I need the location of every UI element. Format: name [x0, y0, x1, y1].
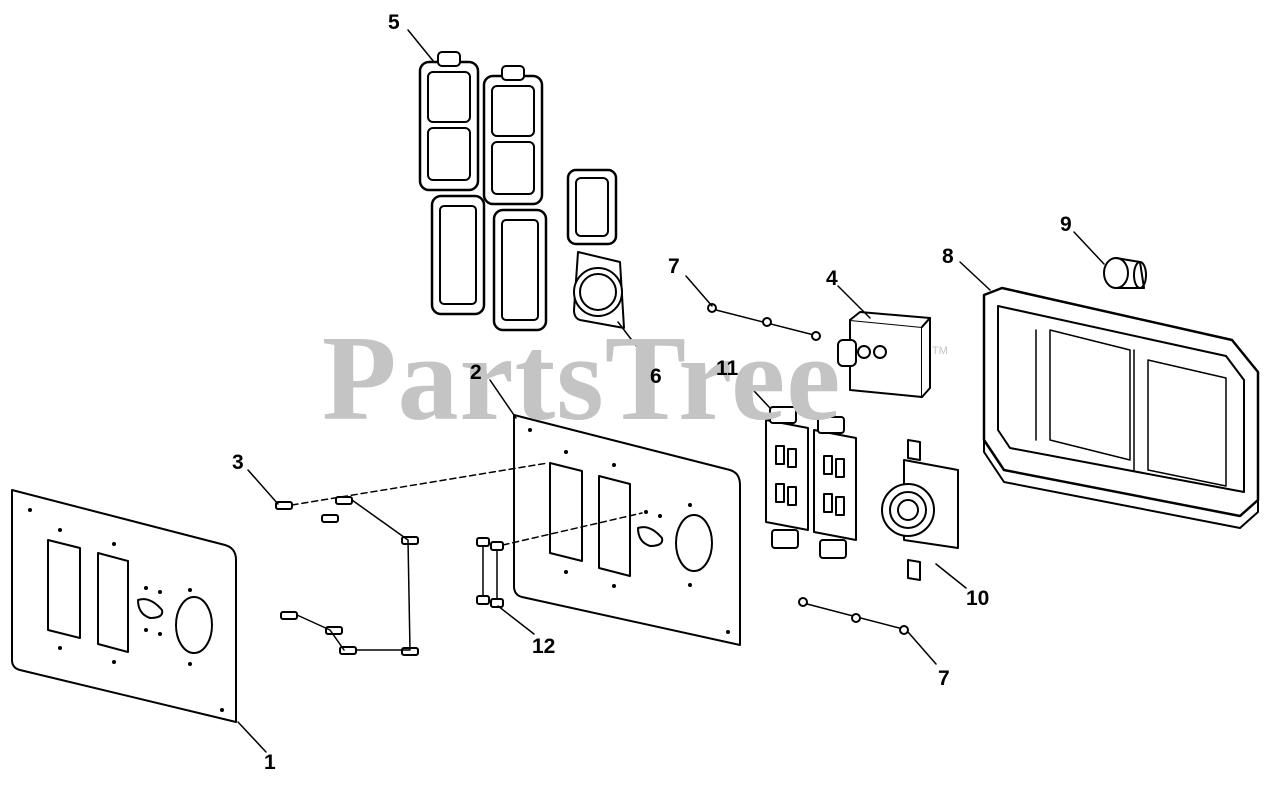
outlet-cover-left [418, 51, 486, 316]
standoff-set [476, 512, 643, 608]
grommet [1103, 257, 1147, 289]
leader-lines [237, 29, 1105, 753]
callout-12: 12 [532, 635, 556, 658]
callout-4: 4 [826, 267, 838, 290]
duplex-receptacle-right [813, 416, 857, 559]
enclosure-box [982, 286, 1260, 529]
callout-6: 6 [650, 365, 662, 388]
callout-1: 1 [264, 751, 276, 774]
rear-panel-plate [513, 414, 741, 646]
callout-5: 5 [388, 11, 400, 34]
callout-11: 11 [716, 357, 739, 380]
callout-8: 8 [942, 245, 954, 268]
callout-9: 9 [1060, 213, 1072, 236]
screw-set [275, 462, 549, 656]
watermark-logo: PartsTree [322, 311, 842, 446]
callout-7-lower: 7 [938, 667, 950, 690]
watermark-trademark: TM [932, 345, 948, 357]
outlet-cover-right [482, 65, 548, 332]
duplex-receptacle-left [765, 406, 809, 549]
screw-lower [798, 597, 909, 635]
callout-2: 2 [470, 361, 482, 384]
front-panel-plate [11, 489, 237, 723]
callout-7-upper: 7 [668, 255, 680, 278]
circuit-breaker [837, 311, 931, 398]
callout-10: 10 [966, 587, 990, 610]
screw-upper [707, 303, 821, 341]
twist-lock-receptacle [881, 439, 959, 581]
callout-3: 3 [232, 451, 244, 474]
round-outlet-cover [566, 168, 625, 329]
